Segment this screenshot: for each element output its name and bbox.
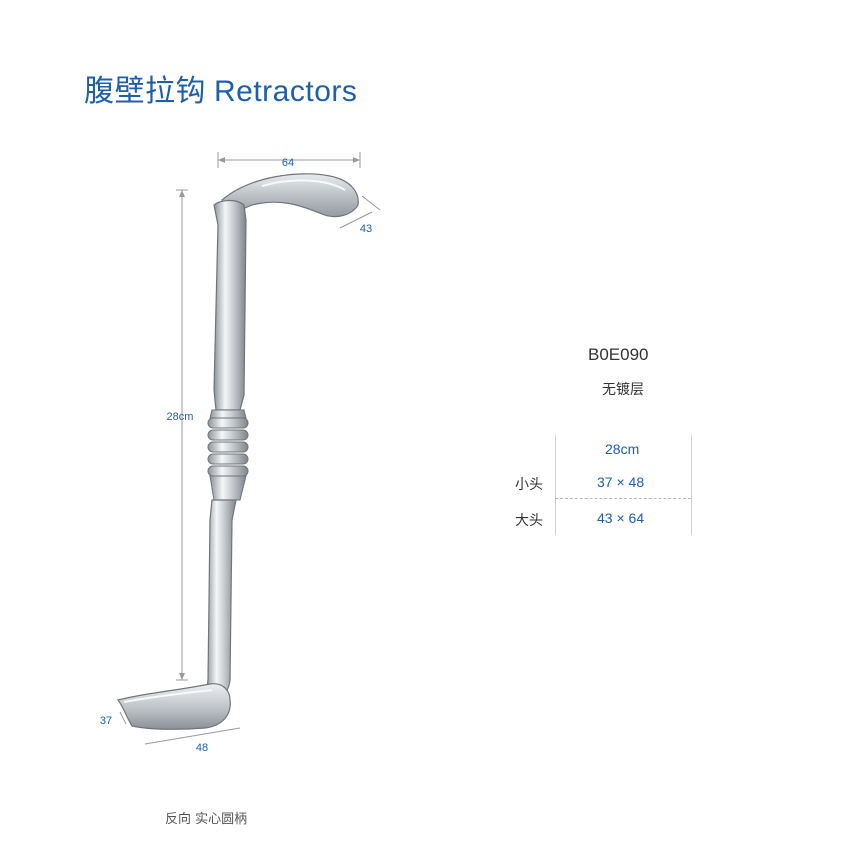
dim-bottom-depth-label: 37	[100, 715, 112, 727]
bottom-blade	[116, 683, 231, 730]
coating-label: 无镀层	[602, 382, 644, 398]
spec-length-value: 28cm	[605, 441, 640, 457]
dimension-arrows	[179, 157, 360, 680]
spec-table: 28cm 小头 37 × 48 大头 43 × 64	[505, 435, 695, 535]
spec-row-value: 43 × 64	[597, 510, 645, 526]
table-divider-right	[691, 435, 692, 535]
bottom-blade-rim	[123, 689, 213, 703]
title-chinese: 腹壁拉钩	[84, 75, 206, 108]
spec-row-value: 37 × 48	[597, 474, 645, 490]
top-blade	[221, 173, 359, 222]
top-blade-rim	[261, 179, 346, 191]
upper-shaft	[213, 199, 247, 411]
spec-row-label: 小头	[515, 477, 543, 493]
footer-note: 反向 实心圆柄	[165, 812, 248, 827]
dim-length-label: 28cm	[167, 411, 194, 423]
dim-top-width-label: 64	[282, 157, 294, 169]
table-row-separator	[555, 498, 691, 499]
spec-row-label: 大头	[515, 513, 543, 529]
dim-bottom-width-label: 48	[196, 742, 208, 754]
title-english: Retractors	[214, 75, 358, 108]
lower-shaft	[205, 499, 237, 699]
table-divider-left	[555, 435, 556, 535]
product-code: B0E090	[588, 345, 649, 364]
dimension-lines	[119, 152, 381, 745]
grip-rings	[207, 417, 249, 477]
dim-top-depth-label: 43	[360, 223, 372, 235]
handle-neck	[209, 409, 247, 501]
